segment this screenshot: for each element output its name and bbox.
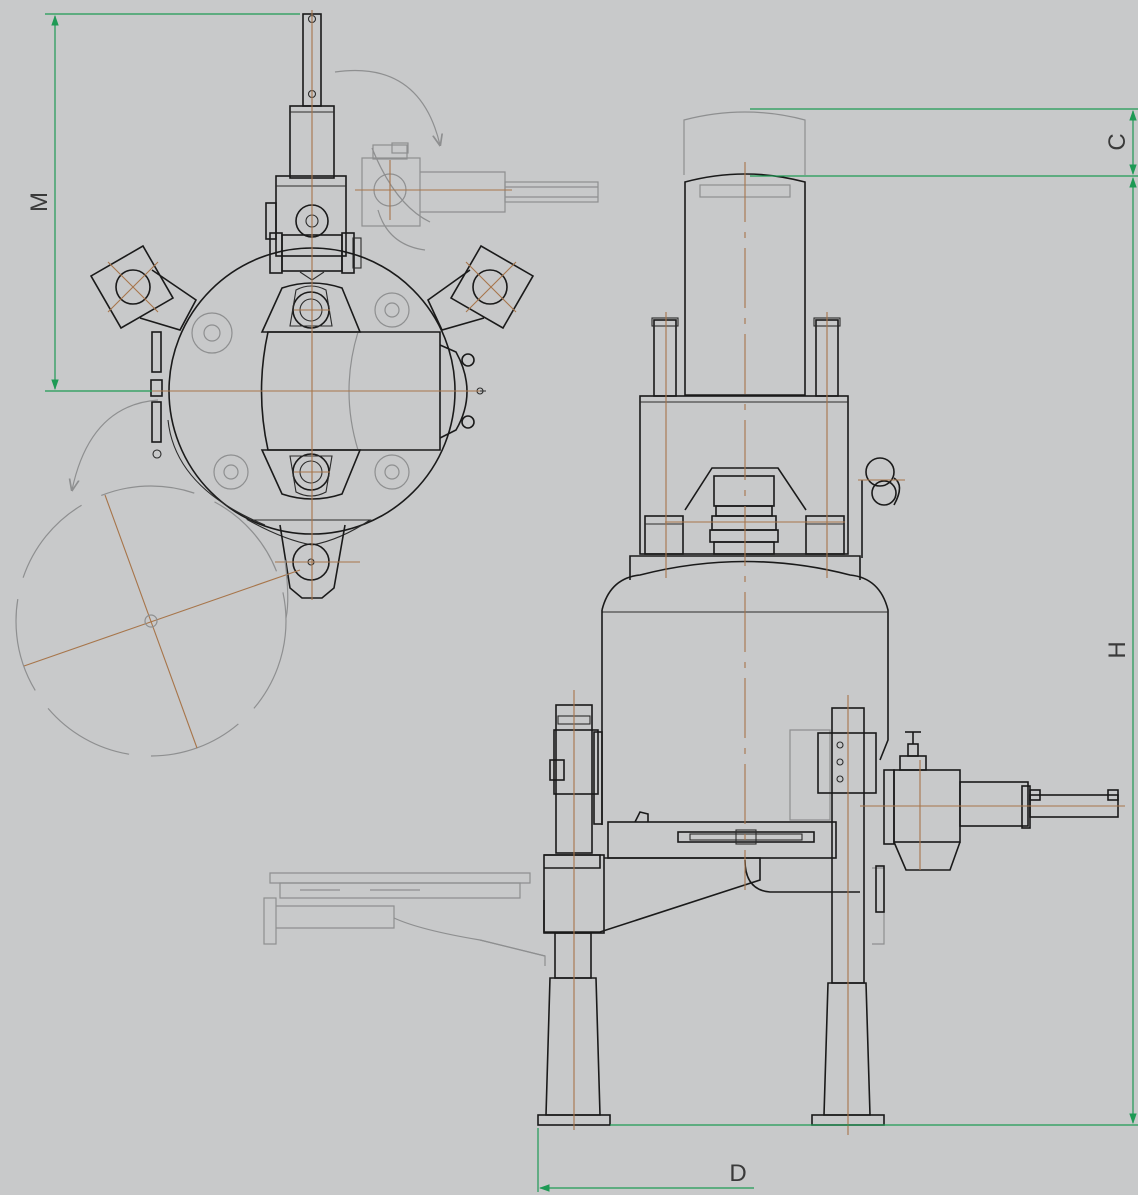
top-handle [265,13,362,281]
ghost-motor-raised [683,111,806,175]
pulley-assembly [858,457,905,558]
dimension-m: M [26,13,300,392]
ghost-rotated-handle [355,142,599,227]
dimension-d: D [537,1128,754,1192]
dimension-c: C [750,108,1138,177]
dimension-h-label: H [1104,641,1131,658]
left-clamp [150,331,163,459]
top-view [15,10,599,757]
dimension-c-label: C [1104,133,1131,150]
swing-arc-upper-inner [371,147,431,251]
upper-left-lug [89,244,198,331]
upper-right-lug [426,244,535,331]
dimension-m-label: M [26,192,53,212]
discharge-valve [860,731,1125,913]
ghost-swing-wheel [15,399,301,757]
bottom-ring [245,519,372,546]
flange-circles [191,292,410,490]
dimension-d-label: D [729,1160,746,1187]
upper-frame [639,317,849,555]
arm-bracket [543,811,837,933]
ghost-lowered-arm [263,867,885,966]
swing-arc-upper [334,70,440,145]
dimension-h: H [610,176,1138,1126]
side-view [263,111,1125,1135]
